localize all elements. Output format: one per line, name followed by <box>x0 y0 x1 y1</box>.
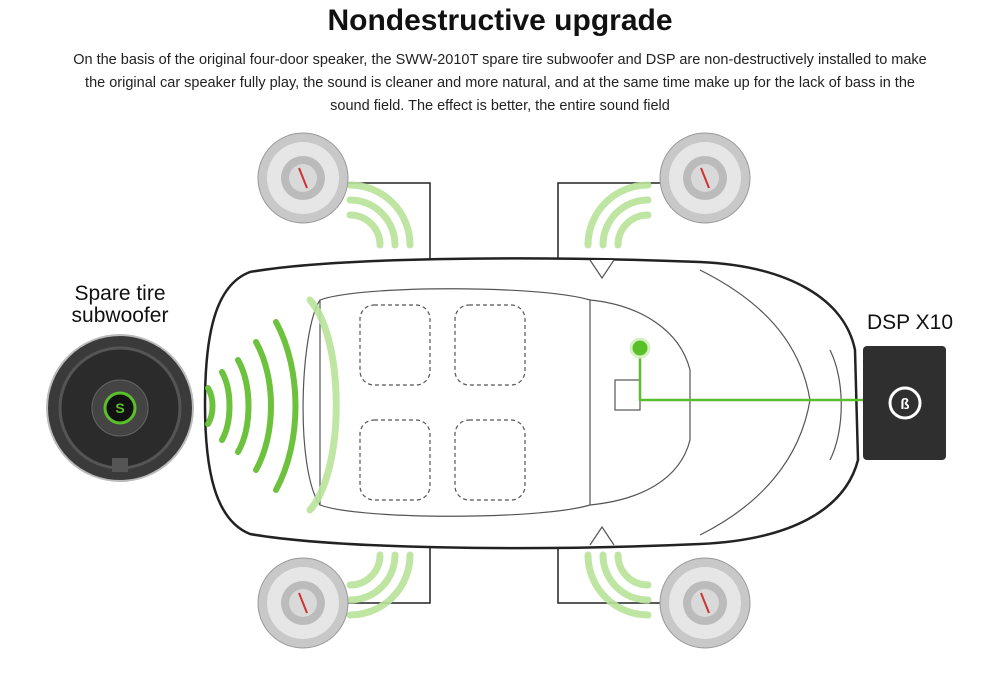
speaker-front-right <box>659 132 751 224</box>
subwoofer-label-line2: subwoofer <box>71 304 169 327</box>
speaker-wires <box>345 182 660 604</box>
dsp-wire <box>629 337 863 402</box>
svg-text:ß: ß <box>900 396 909 413</box>
speaker-rear-left <box>257 557 349 649</box>
spare-tire-subwoofer-image: S <box>46 334 194 482</box>
door-speakers <box>257 132 751 649</box>
speaker-rear-right <box>659 557 751 649</box>
dsp-x10-image: ß <box>863 346 946 460</box>
car-top-view <box>203 257 860 550</box>
sound-waves <box>205 181 652 619</box>
subwoofer-label-line1: Spare tire <box>74 282 166 305</box>
subwoofer-label: Spare tire subwoofer <box>55 283 185 327</box>
speaker-front-left <box>257 132 349 224</box>
svg-text:S: S <box>115 400 124 416</box>
dsp-label: DSP X10 <box>867 311 953 334</box>
page-title: Nondestructive upgrade <box>327 4 673 37</box>
description-text: On the basis of the original four-door s… <box>73 52 927 114</box>
